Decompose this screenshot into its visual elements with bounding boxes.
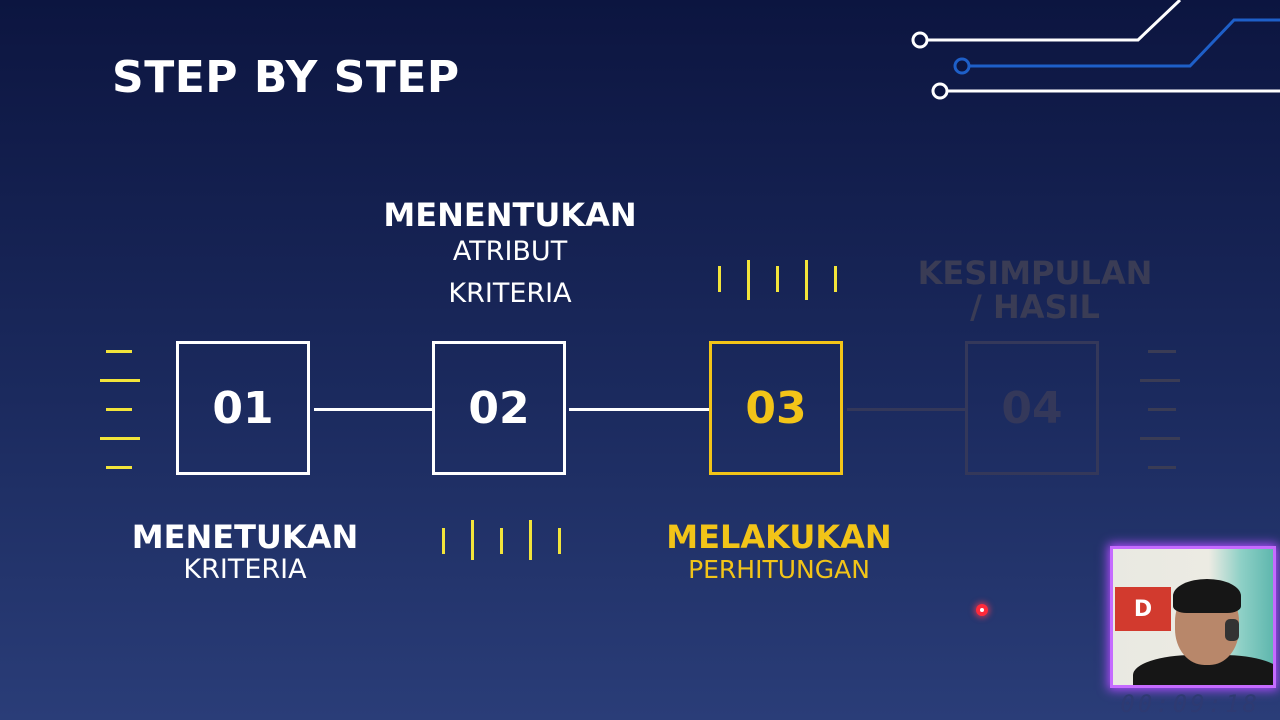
accent-tick bbox=[106, 466, 132, 469]
connector-03-04 bbox=[847, 408, 967, 411]
circuit-decoration bbox=[911, 0, 1280, 100]
accent-tick bbox=[1148, 408, 1176, 411]
step-04-label-line-1: KESIMPULAN bbox=[917, 254, 1153, 292]
accent-tick bbox=[1140, 379, 1180, 382]
accent-tick bbox=[776, 266, 779, 292]
accent-tick bbox=[747, 260, 750, 300]
accent-tick bbox=[1148, 466, 1176, 469]
accent-tick bbox=[805, 260, 808, 300]
step-04-label-line-2: / HASIL bbox=[970, 288, 1100, 326]
headset-icon bbox=[1225, 619, 1239, 641]
accent-tick bbox=[1140, 437, 1180, 440]
step-03-number: 03 bbox=[745, 382, 807, 434]
step-02-box: 02 bbox=[432, 341, 566, 475]
step-01-box: 01 bbox=[176, 341, 310, 475]
connector-01-02 bbox=[314, 408, 434, 411]
step-02-label-bold: MENENTUKAN bbox=[383, 196, 637, 234]
accent-tick bbox=[834, 266, 837, 292]
step-01-label-sub: KRITERIA bbox=[183, 554, 307, 585]
webcam-presenter-hair bbox=[1173, 579, 1241, 613]
step-01-number: 01 bbox=[212, 382, 274, 434]
accent-tick bbox=[471, 520, 474, 560]
step-01-label-bold: MENETUKAN bbox=[131, 518, 359, 556]
step-03-label-sub: PERHITUNGAN bbox=[688, 555, 870, 584]
accent-tick bbox=[106, 408, 132, 411]
accent-tick bbox=[500, 528, 503, 554]
connector-02-03 bbox=[569, 408, 711, 411]
accent-tick bbox=[100, 379, 140, 382]
accent-tick bbox=[718, 266, 721, 292]
step-04-box: 04 bbox=[965, 341, 1099, 475]
accent-tick bbox=[100, 437, 140, 440]
accent-tick bbox=[106, 350, 132, 353]
step-04-label: KESIMPULAN / HASIL bbox=[900, 256, 1170, 324]
slide-title: STEP BY STEP bbox=[112, 52, 460, 103]
step-02-label: MENENTUKAN ATRIBUT KRITERIA bbox=[370, 198, 650, 310]
accent-tick bbox=[442, 528, 445, 554]
step-04-number: 04 bbox=[1001, 382, 1063, 434]
step-03-label: MELAKUKAN PERHITUNGAN bbox=[650, 520, 908, 586]
accent-tick bbox=[558, 528, 561, 554]
laser-pointer-dot bbox=[976, 604, 988, 616]
webcam-overlay: D bbox=[1110, 546, 1276, 688]
accent-tick bbox=[529, 520, 532, 560]
webcam-background-sign: D bbox=[1115, 587, 1171, 631]
accent-tick bbox=[1148, 350, 1176, 353]
recording-timer: 00:09:18 bbox=[1120, 690, 1260, 718]
step-02-number: 02 bbox=[468, 382, 530, 434]
step-02-label-sub-1: ATRIBUT bbox=[452, 236, 568, 267]
step-03-box: 03 bbox=[709, 341, 843, 475]
step-03-label-bold: MELAKUKAN bbox=[666, 518, 892, 556]
step-02-label-sub-2: KRITERIA bbox=[448, 278, 572, 309]
step-01-label: MENETUKAN KRITERIA bbox=[120, 520, 370, 586]
